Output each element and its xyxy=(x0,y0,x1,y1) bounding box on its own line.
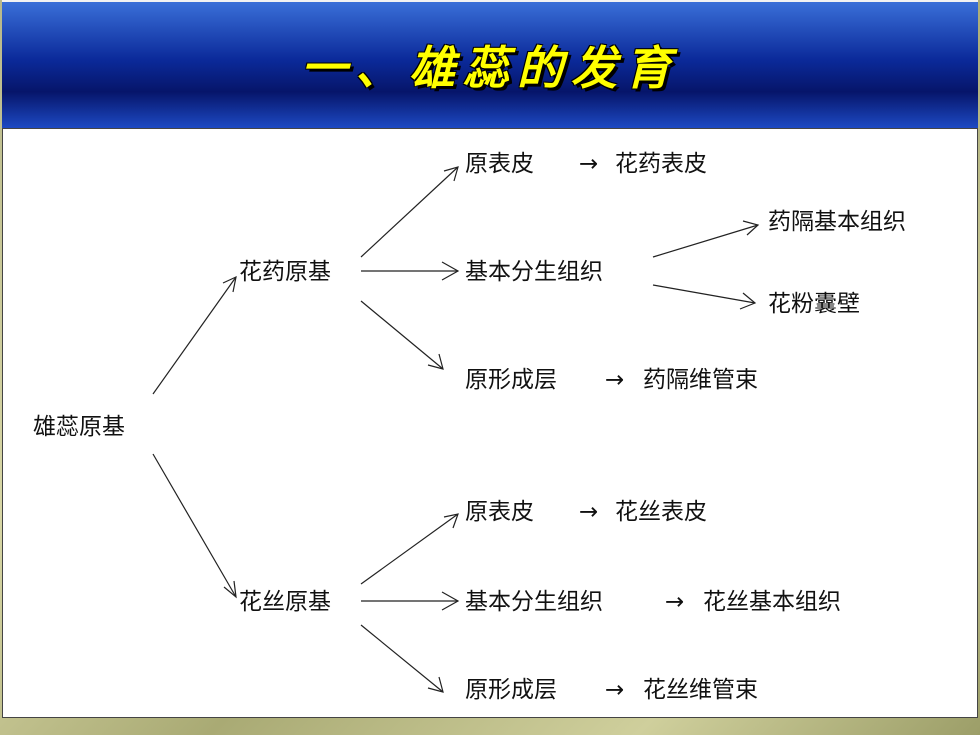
node-stamen-primordium: 雄蕊原基 xyxy=(33,414,125,440)
edges xyxy=(152,166,760,693)
edge-stamen-anther xyxy=(152,276,237,395)
arrow-glyph: → xyxy=(605,367,624,393)
arrowhead xyxy=(441,591,460,611)
edge-filament-procambium xyxy=(360,624,444,693)
edge-anther-protoderm xyxy=(360,166,459,258)
diagram-panel: 雄蕊原基 花药原基 花丝原基 原表皮 → 花药表皮 基本分生组织 药隔基本组织 … xyxy=(2,128,978,718)
edge-stamen-filament xyxy=(152,453,237,598)
arrowhead xyxy=(223,580,237,599)
node-filament-primordium: 花丝原基 xyxy=(239,589,331,615)
node-filament-ground-tissue: 花丝基本组织 xyxy=(703,589,841,615)
node-filament-procambium: 原形成层 xyxy=(465,677,557,703)
edge-ground-pollensac xyxy=(652,284,756,304)
node-anther-ground-meristem: 基本分生组织 xyxy=(465,259,603,285)
arrowhead xyxy=(742,220,760,236)
title-bar: 一、雄蕊的发育 xyxy=(2,0,978,130)
node-anther-protoderm: 原表皮 xyxy=(465,151,534,177)
arrowhead xyxy=(427,353,444,370)
edge-ground-connective xyxy=(652,224,759,258)
node-filament-protoderm: 原表皮 xyxy=(465,499,534,525)
arrowhead xyxy=(443,513,459,529)
node-filament-epidermis: 花丝表皮 xyxy=(615,499,707,525)
arrowhead xyxy=(441,261,460,281)
node-connective-ground-tissue: 药隔基本组织 xyxy=(768,209,906,235)
node-anther-primordium: 花药原基 xyxy=(239,259,331,285)
arrow-glyph: → xyxy=(665,589,684,615)
edge-filament-protoderm xyxy=(360,513,459,585)
node-connective-vascular-bundle: 药隔维管束 xyxy=(643,367,758,393)
arrow-glyph: → xyxy=(579,499,598,525)
development-diagram: 雄蕊原基 花药原基 花丝原基 原表皮 → 花药表皮 基本分生组织 药隔基本组织 … xyxy=(33,151,906,703)
edge-anther-procambium xyxy=(360,300,444,370)
nodes: 雄蕊原基 花药原基 花丝原基 原表皮 → 花药表皮 基本分生组织 药隔基本组织 … xyxy=(33,151,906,703)
node-filament-vascular-bundle: 花丝维管束 xyxy=(643,677,758,703)
slide-title: 一、雄蕊的发育 xyxy=(301,41,679,95)
node-pollen-sac-wall: 花粉囊壁 xyxy=(768,291,860,317)
node-anther-epidermis: 花药表皮 xyxy=(615,151,707,177)
arrow-glyph: → xyxy=(605,677,624,703)
arrowhead xyxy=(222,275,237,293)
arrowhead xyxy=(427,676,444,693)
node-anther-procambium: 原形成层 xyxy=(465,367,557,393)
arrowhead xyxy=(739,292,757,310)
arrow-glyph: → xyxy=(579,151,598,177)
node-filament-ground-meristem: 基本分生组织 xyxy=(465,589,603,615)
arrowhead xyxy=(443,166,459,182)
